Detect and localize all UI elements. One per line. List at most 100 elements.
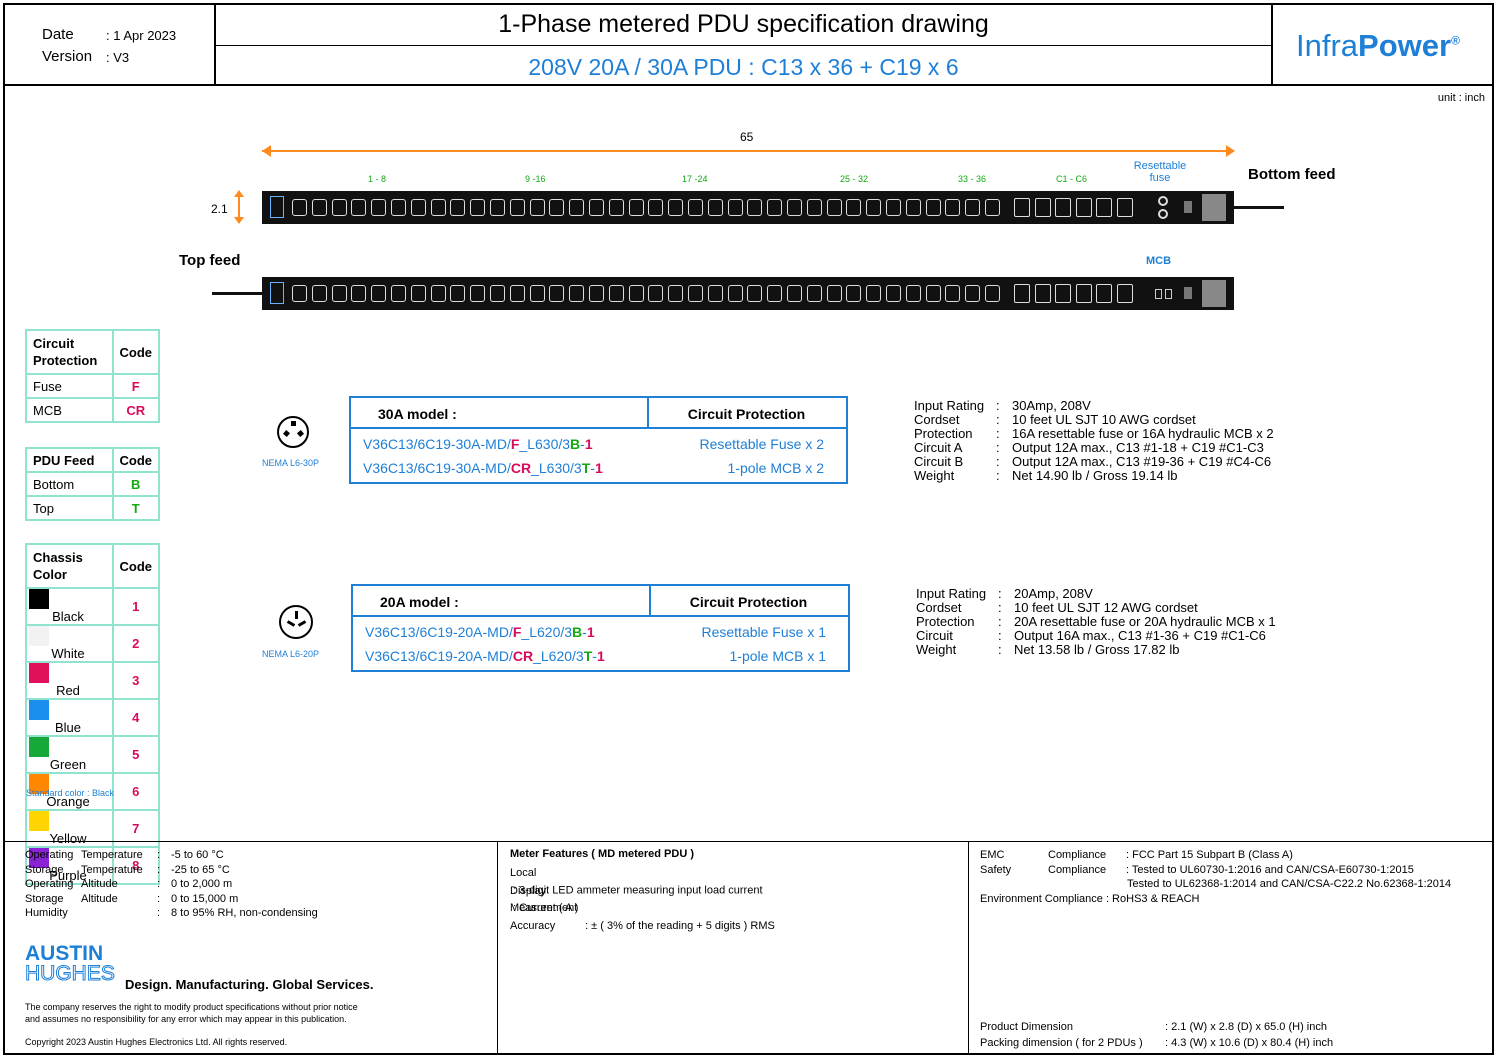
c13-outlet	[866, 199, 882, 216]
version-value: : V3	[106, 50, 130, 65]
c13-outlet	[450, 285, 466, 302]
table-header: Code	[111, 329, 160, 375]
meter-title: Meter Features ( MD metered PDU )	[510, 848, 694, 860]
c13-outlet	[925, 285, 941, 302]
group-label: 25 - 32	[840, 174, 869, 184]
table-cell: T	[111, 495, 160, 521]
table-cell: 8	[111, 846, 160, 885]
c13-outlet	[470, 285, 486, 302]
spec-row: Humidity:8 to 95% RH, non-condensing	[25, 907, 318, 920]
color-swatch	[29, 737, 49, 757]
table-cell: MCB	[25, 397, 114, 423]
c13-outlet	[767, 285, 783, 302]
c13-outlet	[371, 199, 387, 216]
c13-outlet	[490, 199, 505, 216]
c13-outlet	[331, 285, 347, 302]
power-cord	[1234, 206, 1284, 209]
length-dimension-line	[262, 150, 1234, 152]
c13-outlet	[292, 285, 307, 302]
model-cp-value: 1-pole MCB x 1	[729, 648, 826, 664]
table-cell: Purple	[25, 846, 114, 885]
spec-row: Input Rating:30Amp, 208V	[914, 398, 1091, 413]
c13-outlet	[727, 285, 743, 302]
c13-outlet	[707, 199, 723, 216]
c13-outlet	[945, 285, 961, 302]
model-cp-header: Circuit Protection	[687, 406, 806, 422]
c19-outlet	[1116, 284, 1133, 303]
c13-outlet	[747, 199, 763, 216]
c13-outlet	[886, 199, 901, 216]
table-cell: 4	[111, 698, 160, 737]
color-swatch	[29, 626, 49, 646]
height-dimension-line	[238, 192, 240, 223]
c13-outlet	[391, 199, 406, 216]
power-cord	[212, 292, 262, 295]
c13-outlet	[292, 199, 307, 216]
table-cell: 3	[111, 661, 160, 700]
color-swatch	[29, 774, 49, 794]
color-swatch	[29, 848, 49, 868]
model-cp-value: 1-pole MCB x 2	[727, 460, 824, 476]
group-label: 1 - 8	[368, 174, 387, 184]
c19-outlet	[1014, 284, 1030, 303]
c13-outlet	[549, 199, 565, 216]
table-cell: B	[111, 471, 160, 497]
version-label: Version	[42, 48, 93, 65]
c13-outlet	[410, 285, 426, 302]
spec-row: Weight:Net 14.90 lb / Gross 19.14 lb	[914, 468, 1178, 483]
plug-label: NEMA L6-20P	[262, 649, 320, 659]
c13-outlet	[688, 285, 703, 302]
austin-hughes-logo: AUSTIN HUGHES	[25, 942, 116, 985]
c19-outlet	[1055, 198, 1071, 217]
pdu-top-feed	[262, 277, 1234, 310]
infrapower-logo: InfraPower®	[1296, 28, 1460, 63]
spec-row: Local Display : 3-digit LED ammeter meas…	[510, 867, 763, 897]
label-plate	[1184, 201, 1192, 213]
table-cell: Orange	[25, 772, 114, 811]
c13-outlet	[371, 285, 387, 302]
c13-outlet	[351, 285, 367, 302]
model-title: 20A model :	[380, 594, 459, 610]
meter-display	[270, 196, 284, 218]
table-cell: White	[25, 624, 114, 663]
model-part-number: V36C13/6C19-20A-MD/F_L620/3B-1	[365, 624, 595, 640]
c13-outlet	[430, 199, 446, 216]
c13-outlet	[569, 199, 585, 216]
table-header: PDU Feed	[25, 447, 114, 473]
plug-label: NEMA L6-30P	[262, 458, 320, 468]
page-subtitle: 208V 20A / 30A PDU : C13 x 36 + C19 x 6	[528, 54, 959, 80]
c13-outlet	[529, 199, 545, 216]
spec-row: Weight:Net 13.58 lb / Gross 17.82 lb	[916, 642, 1180, 657]
c13-outlet	[787, 199, 802, 216]
c13-outlet	[846, 285, 862, 302]
date-value: : 1 Apr 2023	[106, 28, 177, 43]
label-plate	[1184, 287, 1192, 299]
spec-row: Protection:20A resettable fuse or 20A hy…	[916, 614, 1276, 629]
nema-l6-20p-plug-icon	[279, 605, 313, 639]
spec-row: Measurement : Current ( A )	[510, 902, 579, 914]
footer-divider-v1	[497, 841, 498, 1054]
c19-outlet	[1096, 284, 1112, 303]
resettable-fuse	[1158, 196, 1168, 206]
c19-outlet	[1055, 284, 1071, 303]
table-cell: Fuse	[25, 373, 114, 399]
c13-outlet	[351, 199, 367, 216]
arrow-left-icon	[262, 145, 271, 157]
c13-outlet	[668, 199, 684, 216]
model-part-number: V36C13/6C19-20A-MD/CR_L620/3T-1	[365, 648, 605, 664]
mcb-switch	[1155, 289, 1162, 299]
c13-outlet	[529, 285, 545, 302]
model-cp-value: Resettable Fuse x 1	[701, 624, 826, 640]
c19-outlet	[1075, 198, 1092, 217]
bottom-feed-label: Bottom feed	[1248, 166, 1336, 183]
c13-outlet	[945, 199, 961, 216]
